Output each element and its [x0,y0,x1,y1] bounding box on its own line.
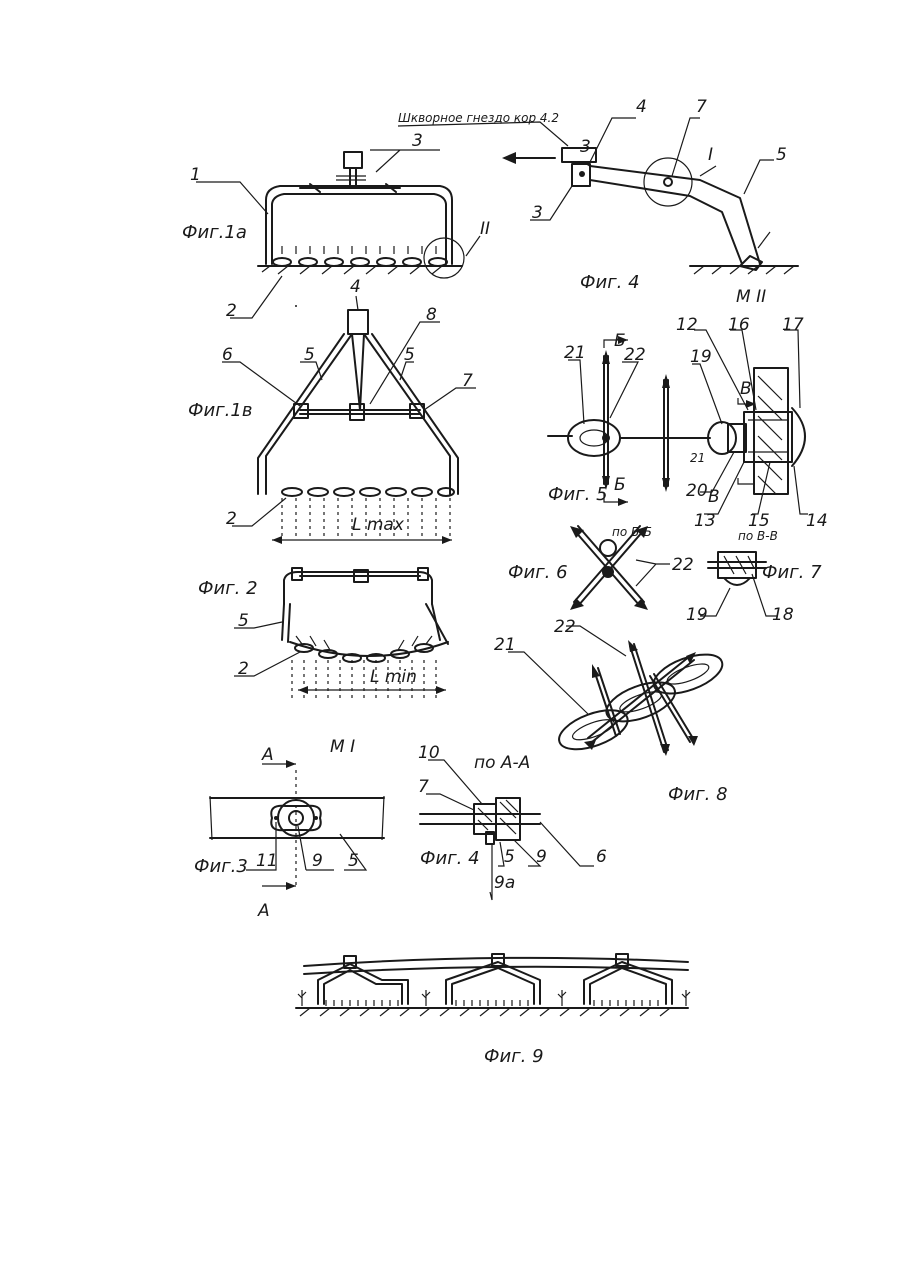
fig4-section-label-7: 7 [418,777,429,797]
fig7-caption: Фиг. 7 [762,562,822,583]
fig5-label-21b: 21 [690,451,705,465]
fig5-label-12: 12 [676,315,698,335]
fig5-label-13: 13 [694,511,716,531]
fig3-caption: Фиг.3 [194,856,248,877]
fig1b-label-7: 7 [462,371,473,391]
fig1a-label-II: II [480,219,490,239]
fig4-section: по А-А 10 7 5 9 9а 6 Фиг. 4 [418,743,607,900]
fig1b-label-8: 8 [426,305,437,325]
fig4-label-3b: 3 [580,137,591,157]
fig4-section-label-6: 6 [596,847,607,867]
fig5-cut-V-bottom: В [708,487,720,507]
fig5-cut-B-bottom: Б [614,475,626,495]
fig5-caption: Фиг. 5 [548,484,608,505]
fig3-label-5: 5 [348,851,359,871]
fig5-label-15: 15 [748,511,770,531]
fig2-dimension: L min [370,667,417,687]
fig1a-label-1: 1 [190,165,201,185]
fig5-label-14: 14 [806,511,828,531]
fig5-label-17: 17 [782,315,804,335]
fig4-section-label-9: 9 [536,847,547,867]
fig1a-hitch [344,152,362,168]
fig5-cut-B-top: Б [614,331,626,351]
fig1b-label-2: 2 [226,509,237,529]
fig9-unit-3 [584,954,672,1006]
fig3-cut-A-top: А [261,745,274,765]
fig5-plate [754,368,788,494]
fig1b-caption: Фиг.1в [188,400,252,421]
fig3-label-9: 9 [312,851,323,871]
fig1a-label-3: 3 [412,131,423,151]
fig7-label-19: 19 [686,605,708,625]
fig1b-label-5b: 5 [404,345,415,365]
fig1b-hitch [348,310,368,334]
fig6: по Б-Б 22 Фиг. 6 [508,525,694,610]
fig3-label-11: 11 [256,851,278,871]
fig2: L min 5 2 Фиг. 2 [198,568,448,700]
fig7-clamp [718,552,756,578]
fig5-label-20: 20 [686,481,708,501]
fig1a-chain [273,246,447,266]
fig5-label-16: 16 [728,315,750,335]
fig4-section-view-title: по А-А [474,753,530,773]
fig3: М I А А 11 9 5 Фиг.3 [194,737,384,921]
fig7-label-18: 18 [772,605,794,625]
fig2-label-5: 5 [238,611,249,631]
fig1b-label-4: 4 [350,277,361,297]
fig6-caption: Фиг. 6 [508,562,568,583]
fig4-label-7: 7 [696,97,707,117]
fig1b-dimension: L max [352,515,405,535]
fig4-label-3: 3 [532,203,543,223]
fig9-unit-2 [446,954,540,1006]
fig8-label-21: 21 [494,635,516,655]
fig2-caption: Фиг. 2 [198,578,258,599]
fig1b-label-5a: 5 [304,345,315,365]
fig8-label-22: 22 [554,617,576,637]
fig5-label-22: 22 [624,345,646,365]
fig4-section-label-5: 5 [504,847,515,867]
fig3-cut-A-bottom: А [257,901,270,921]
fig5: 12 16 17 21 22 19 Б Б В В 21 20 13 15 14… [548,315,828,531]
fig5-cut-V-top: В [740,379,752,399]
fig2-label-2: 2 [238,659,249,679]
fig4-section-label-9a: 9а [494,873,515,893]
fig1a: 1 3 2 II Фиг.1а [182,131,490,321]
fig3-view-title: М I [330,737,355,757]
fig9-caption: Фиг. 9 [484,1046,544,1067]
fig4-section-caption: Фиг. 4 [420,848,480,869]
fig4-label-I: I [708,145,713,165]
fig4-header-note: Шкворное гнездо кор 4.2 [398,111,559,125]
fig4-top: Шкворное гнездо кор 4.2 4 7 I 5 3 3 Фиг.… [398,97,798,307]
fig7-view-title: по В-В [738,529,778,543]
fig7: по В-В 19 18 Фиг. 7 [686,529,822,625]
fig4-label-4: 4 [636,97,647,117]
fig1b-label-6: 6 [222,345,233,365]
fig4-detail-circle [644,158,692,206]
fig4-detail-mark: М II [736,287,766,307]
fig5-label-19: 19 [690,347,712,367]
fig4-top-caption: Фиг. 4 [580,272,640,293]
fig8-caption: Фиг. 8 [668,784,728,805]
fig8: 21 22 Фиг. 8 [494,617,734,805]
fig1a-label-2: 2 [226,301,237,321]
fig1a-caption: Фиг.1а [182,222,247,243]
fig6-label-22: 22 [672,555,694,575]
fig4-label-5: 5 [776,145,787,165]
fig4-section-label-10: 10 [418,743,440,763]
fig5-label-21: 21 [564,343,586,363]
